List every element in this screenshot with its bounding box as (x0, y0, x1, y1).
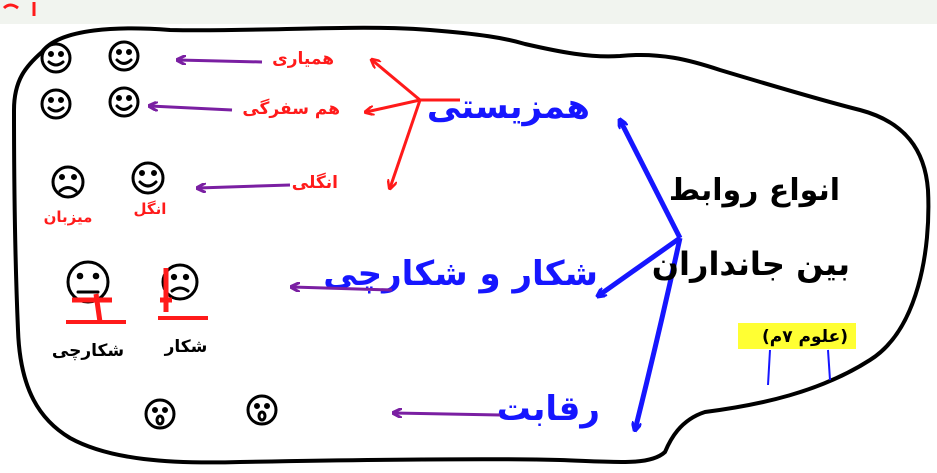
outer-boundary-outline (11, 25, 931, 465)
prey-label: شکار (164, 337, 208, 357)
smiley-icon (108, 40, 140, 72)
red-arrow-mutualism (372, 60, 421, 102)
blood-mark (160, 268, 172, 312)
branch-coexistence-label: همزیستی (427, 87, 590, 127)
blue-arrow-to-competition (635, 237, 683, 430)
purple-arrow-commensalism (150, 106, 233, 112)
blue-arrow-to-predation (598, 235, 682, 296)
red-arrow-commensalism (366, 98, 421, 112)
smiley-icon (40, 42, 72, 74)
purple-arrow-predation (292, 287, 393, 290)
main-title-line1: انواع روابط (669, 173, 840, 208)
mutualism-label: همیاری (272, 49, 334, 69)
predator-label: شکارچی (52, 341, 124, 361)
parasite-label: انگل (134, 200, 167, 218)
sad-face-icon (51, 165, 85, 199)
purple-arrow-competition (394, 413, 501, 415)
shocked-face-icon (144, 398, 176, 430)
red-scribble-mark (2, 2, 36, 16)
purple-arrow-mutualism (178, 60, 263, 62)
sad-face-icon (161, 263, 199, 301)
purple-arrow-parasitism (198, 185, 291, 188)
branch-competition-label: رقابت (497, 389, 600, 429)
branch-predation-label: شکار و شکارچی (323, 254, 598, 294)
bleeding-face-icon (66, 260, 110, 304)
red-arrow-parasitism (390, 99, 422, 188)
main-title-line2: بین جانداران (652, 245, 850, 283)
parasitism-label: انگلی (292, 172, 338, 193)
host-label: میزبان (44, 208, 93, 226)
highlight-note-background (738, 323, 856, 349)
commensalism-label: هم سفرگی (242, 98, 340, 119)
smiley-icon (40, 88, 72, 120)
note-tick-marks (767, 349, 831, 386)
blue-arrow-to-coexistence (620, 120, 683, 240)
smiley-icon (131, 161, 165, 195)
smiley-icon (108, 86, 140, 118)
blood-mark (72, 293, 112, 323)
shocked-face-icon (246, 394, 278, 426)
highlight-note-text: (علوم ۷م) (762, 327, 848, 347)
top-toolbar-strip (0, 0, 937, 24)
